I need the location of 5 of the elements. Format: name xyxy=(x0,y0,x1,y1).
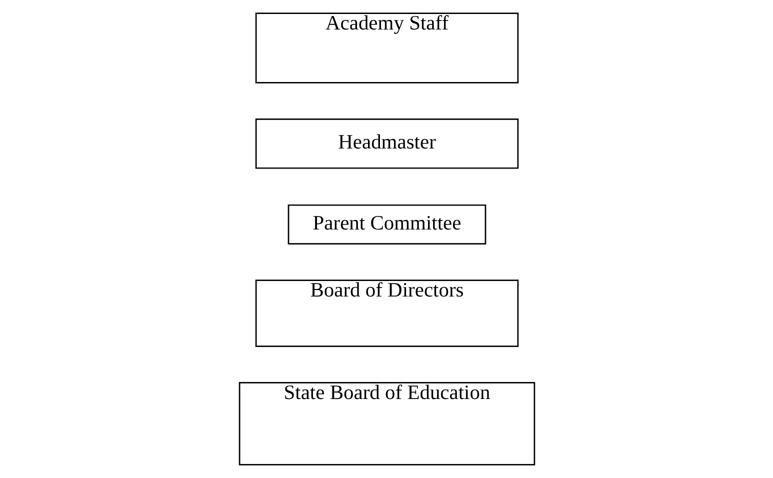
node-box: Board of Directors xyxy=(254,280,518,347)
node-box: Academy Staff xyxy=(254,12,518,84)
node-box: State Board of Education xyxy=(238,382,535,466)
node-box: Parent Committee xyxy=(287,204,486,245)
node-box: Headmaster xyxy=(254,118,518,169)
